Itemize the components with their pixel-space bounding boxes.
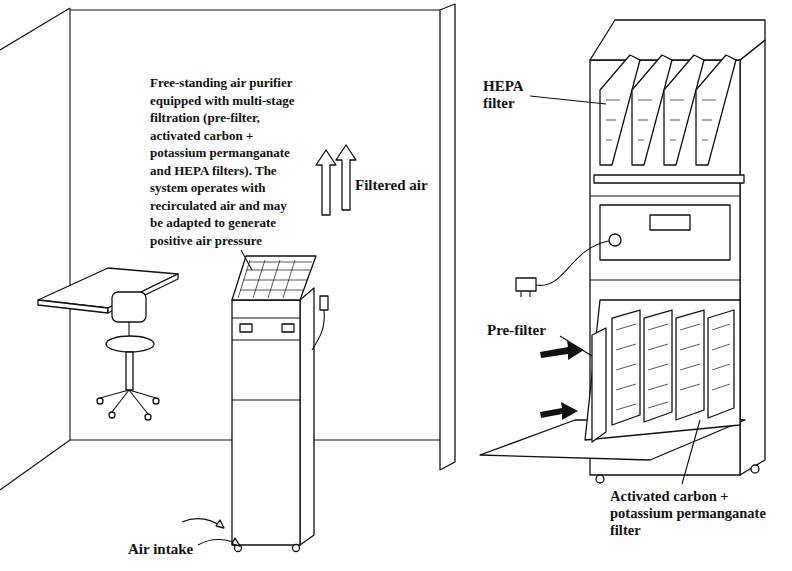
part-label: HEPA filter [483, 78, 529, 112]
carbon-filter-pleats [612, 310, 734, 425]
purifier-large [480, 20, 765, 483]
desk [38, 268, 178, 313]
hepa-filter-pleats [600, 55, 736, 165]
leader-lines [530, 96, 700, 484]
purifier-small [232, 250, 328, 552]
airflow-label: Air intake [128, 540, 212, 558]
airflow-label: Filtered air [355, 176, 439, 194]
description-note: Free-standing air purifier equipped with… [150, 74, 302, 249]
part-label: Pre-filter [487, 322, 561, 339]
part-label: Activated carbon + potassium permanganat… [610, 488, 788, 539]
room-walls [0, 4, 455, 490]
chair [97, 292, 159, 420]
